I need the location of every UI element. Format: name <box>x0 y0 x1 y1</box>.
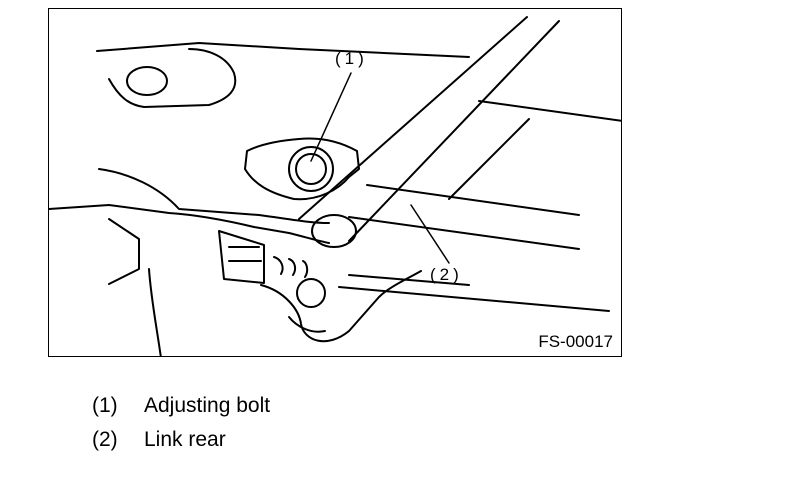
lower-arm-top <box>98 168 330 224</box>
knuckle-mount <box>311 214 357 248</box>
legend-number: (1) <box>92 394 118 417</box>
frame-line-1 <box>478 100 621 122</box>
legend-number: (2) <box>92 428 118 451</box>
adjusting-bolt-head <box>288 146 334 192</box>
bolt-bracket <box>244 137 360 201</box>
lower-arm-bottom <box>108 218 140 285</box>
knuckle-teeth <box>273 256 309 278</box>
upper-body-panel <box>96 42 470 108</box>
callout-2-label: (2) <box>430 265 463 284</box>
legend-label: Adjusting bolt <box>144 394 271 417</box>
illustration-frame: (1) (2) FS-00017 <box>48 8 622 357</box>
link-rear-lower <box>348 216 580 250</box>
frame-line-2 <box>448 118 530 200</box>
lower-bracket <box>260 270 422 343</box>
suspension-illustration <box>49 16 621 356</box>
legend-item: (2) Link rear <box>92 428 226 452</box>
callout-1-label: (1) <box>335 49 368 68</box>
lower-bolt-stem <box>288 316 326 333</box>
diagonal-arm-upper-edge <box>298 16 528 220</box>
knuckle-body <box>218 230 265 284</box>
adjusting-bolt-center <box>295 153 327 185</box>
legend-item: (1) Adjusting bolt <box>92 394 270 418</box>
frame-base-line <box>148 268 610 356</box>
body-hole <box>126 66 168 96</box>
link-rear-upper <box>366 184 580 216</box>
leader-line-1 <box>310 72 352 162</box>
leader-line-2 <box>410 204 450 264</box>
diagonal-arm-lower-edge <box>348 20 560 242</box>
lower-bolt <box>296 278 326 308</box>
legend-label: Link rear <box>144 428 226 451</box>
figure-code: FS-00017 <box>538 332 613 351</box>
